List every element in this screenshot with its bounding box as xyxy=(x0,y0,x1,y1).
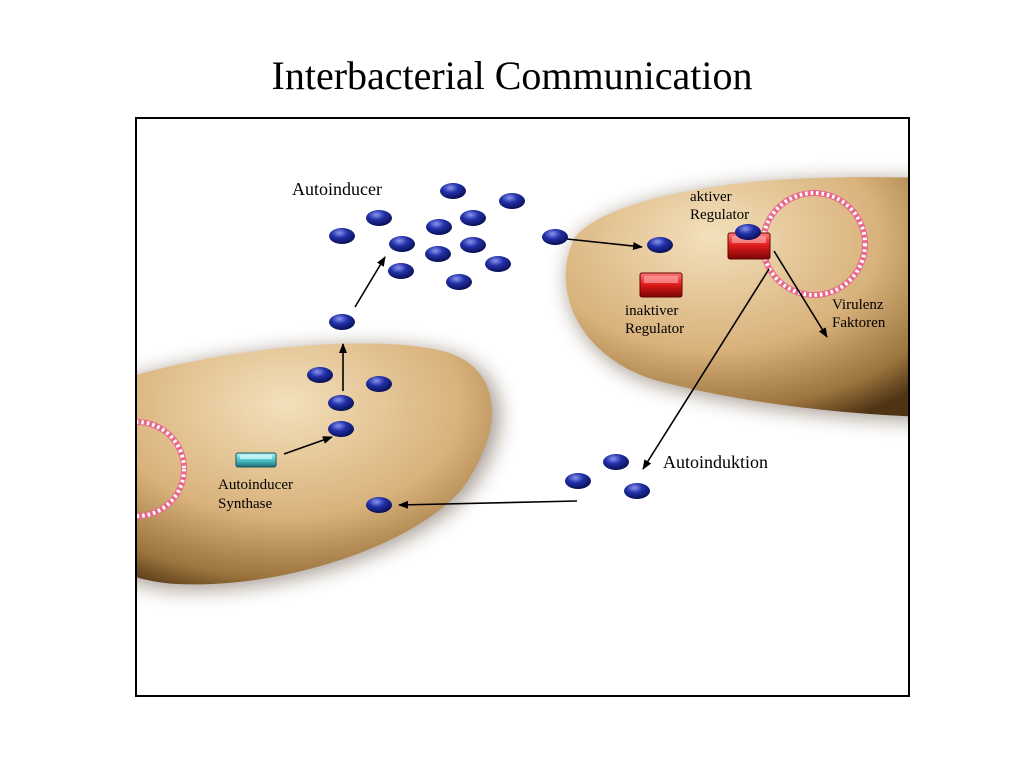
molecule xyxy=(388,263,414,279)
molecule xyxy=(425,246,451,262)
molecule xyxy=(485,256,511,272)
molecule xyxy=(542,229,568,245)
label-virulenz-2: Faktoren xyxy=(832,315,886,331)
arrow-to-virulence xyxy=(773,250,828,338)
arrow-synthase-to-molecule xyxy=(283,436,333,455)
page-title: Interbacterial Communication xyxy=(271,53,753,98)
molecule xyxy=(426,219,452,235)
molecule xyxy=(366,497,392,513)
label-aktiver-2: Regulator xyxy=(690,207,749,223)
inactive-regulator xyxy=(639,272,683,298)
molecule xyxy=(328,395,354,411)
molecule xyxy=(328,421,354,437)
label-synthase-1: Autoinducer xyxy=(218,477,293,493)
molecule xyxy=(366,376,392,392)
label-autoinduktion: Autoinduktion xyxy=(663,452,768,472)
diagram-frame: Autoinducer aktiver Regulator inaktiver … xyxy=(135,117,910,697)
molecule xyxy=(460,210,486,226)
molecule xyxy=(307,367,333,383)
quorum-sensing-diagram: Autoinducer aktiver Regulator inaktiver … xyxy=(137,177,908,590)
autoinducer-synthase xyxy=(235,452,277,468)
molecule xyxy=(624,483,650,499)
molecule xyxy=(647,237,673,253)
arrow-back-left xyxy=(398,500,578,509)
label-inaktiver-1: inaktiver xyxy=(625,303,678,319)
molecule xyxy=(440,183,466,199)
label-aktiver-1: aktiver xyxy=(690,189,732,205)
label-virulenz-1: Virulenz xyxy=(832,297,884,313)
arrow-up-2 xyxy=(354,256,386,308)
arrows xyxy=(283,238,828,509)
bacterium-left xyxy=(137,343,499,590)
molecule xyxy=(460,237,486,253)
molecule xyxy=(603,454,629,470)
molecule xyxy=(446,274,472,290)
molecule xyxy=(366,210,392,226)
label-inaktiver-2: Regulator xyxy=(625,321,684,337)
molecule xyxy=(499,193,525,209)
molecule xyxy=(565,473,591,489)
label-autoinducer: Autoinducer xyxy=(292,179,382,199)
autoinducer-molecules xyxy=(307,183,761,513)
molecule xyxy=(329,314,355,330)
molecule xyxy=(735,224,761,240)
plasmid-left xyxy=(137,419,187,519)
molecule xyxy=(389,236,415,252)
molecule xyxy=(329,228,355,244)
arrow-to-autoinduktion xyxy=(642,268,770,470)
label-synthase-2: Synthase xyxy=(218,496,273,512)
arrow-to-right-cell xyxy=(566,238,643,251)
